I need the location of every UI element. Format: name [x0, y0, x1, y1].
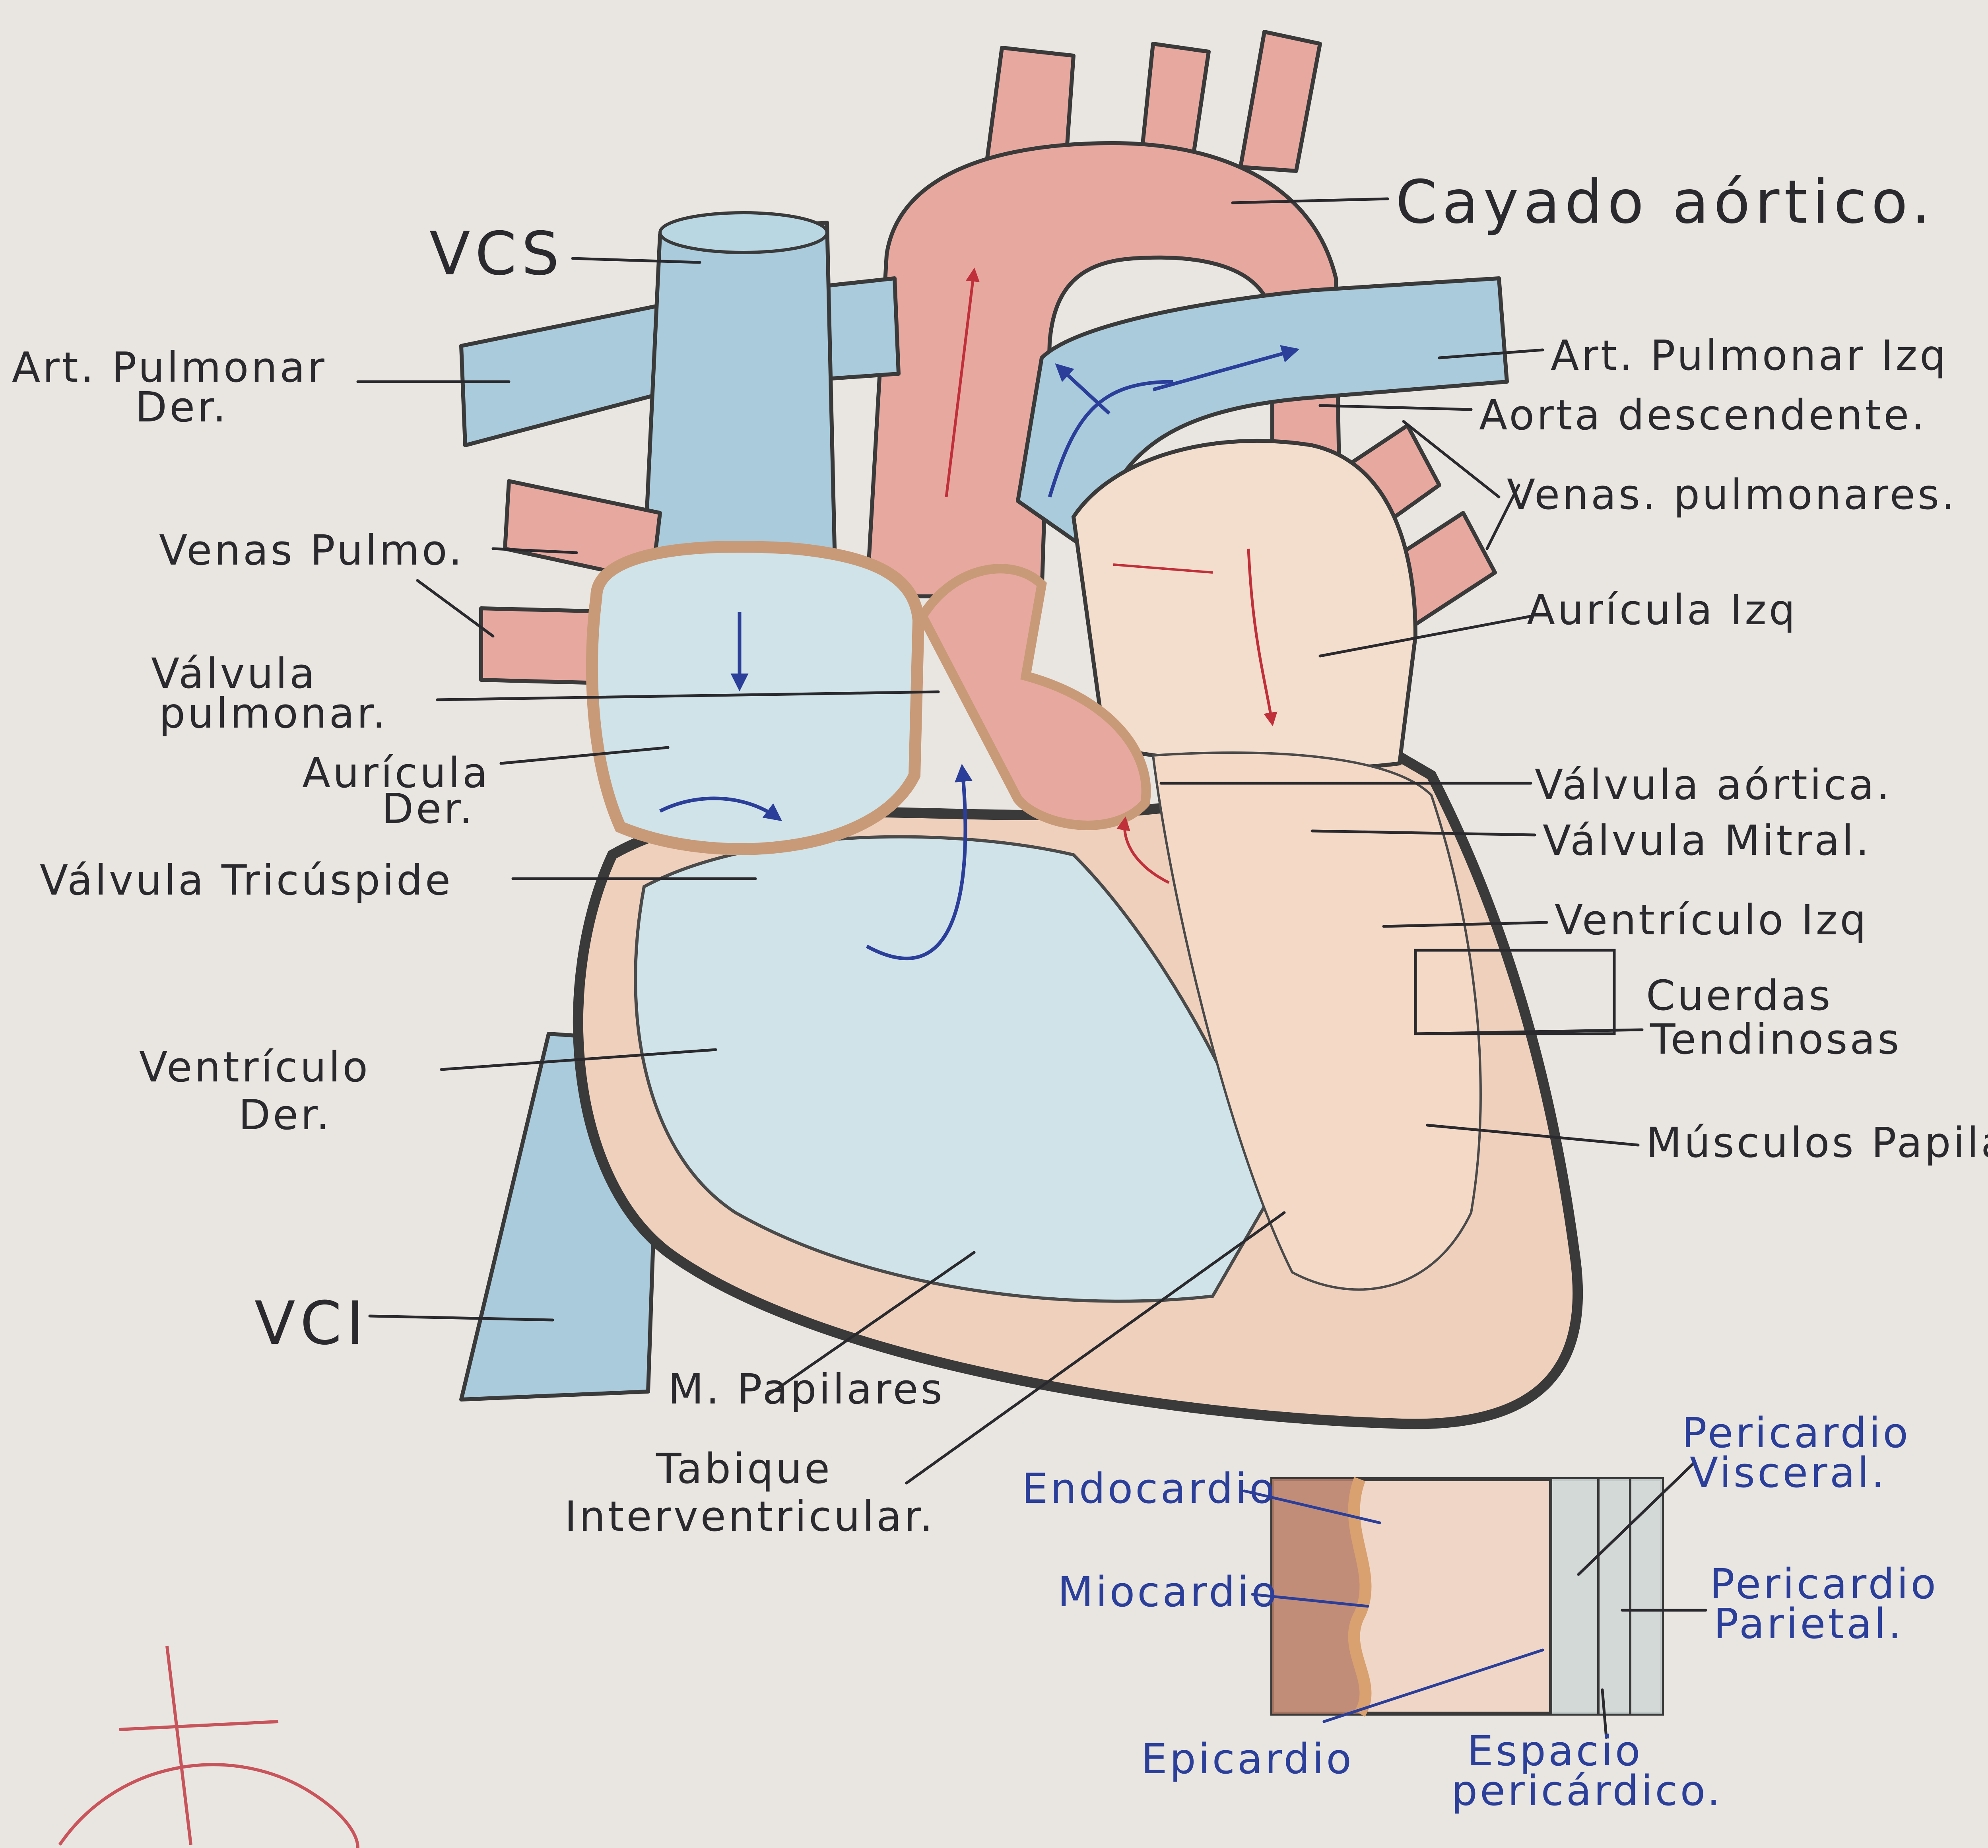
heart-wall-inset	[1272, 1479, 1662, 1714]
label-art-pulmonar-izq: Art. Pulmonar Izq	[1551, 331, 1948, 380]
label-ventriculo-der: Ventrículo	[139, 1043, 370, 1091]
label-cuerdas: Cuerdas	[1646, 971, 1833, 1020]
label-m-papilares: M. Papilares	[668, 1365, 945, 1413]
red-stamp-mark	[60, 1646, 358, 1848]
label-ventriculo-der-2: Der.	[239, 1091, 332, 1139]
label-endocardio: Endocardio	[1022, 1464, 1277, 1513]
label-aorta-descendente: Aorta descendente.	[1479, 391, 1927, 439]
superior-vena-cava	[644, 223, 835, 569]
label-epicardio: Epicardio	[1141, 1735, 1354, 1783]
label-auricula-der-2: Der.	[382, 784, 475, 833]
label-venas-pulmo: Venas Pulmo.	[159, 526, 464, 575]
label-musculos-papilares: Músculos Papilare	[1646, 1118, 1988, 1167]
label-cayado-aortico: Cayado aórtico.	[1396, 168, 1935, 237]
label-ventriculo-izq: Ventrículo Izq	[1555, 896, 1868, 944]
label-pericardio-parietal-2: Parietal.	[1714, 1600, 1904, 1648]
label-venas-pulmonares: Venas. pulmonares.	[1507, 470, 1957, 519]
label-valvula-pulmonar-2: pulmonar.	[159, 689, 388, 738]
label-espacio-2: pericárdico.	[1451, 1766, 1722, 1815]
label-tabique: Tabique	[656, 1444, 832, 1493]
left-atrium	[1074, 441, 1415, 768]
label-miocardio: Miocardio	[1058, 1568, 1279, 1616]
label-cuerdas-2: Tendinosas	[1650, 1015, 1901, 1064]
label-art-pulmonar-der-2: Der.	[135, 383, 228, 431]
label-auricula-izq: Aurícula Izq	[1527, 586, 1798, 634]
label-pericardio-visceral-2: Visceral.	[1690, 1448, 1887, 1497]
label-valvula-tricuspide: Válvula Tricúspide	[40, 856, 453, 905]
label-valvula-mitral: Válvula Mitral.	[1543, 816, 1872, 865]
label-vci: VCI	[254, 1289, 369, 1358]
label-tabique-2: Interventricular.	[565, 1492, 935, 1541]
label-vcs: VCS	[429, 219, 564, 289]
label-valvula-aortica: Válvula aórtica.	[1535, 761, 1892, 809]
